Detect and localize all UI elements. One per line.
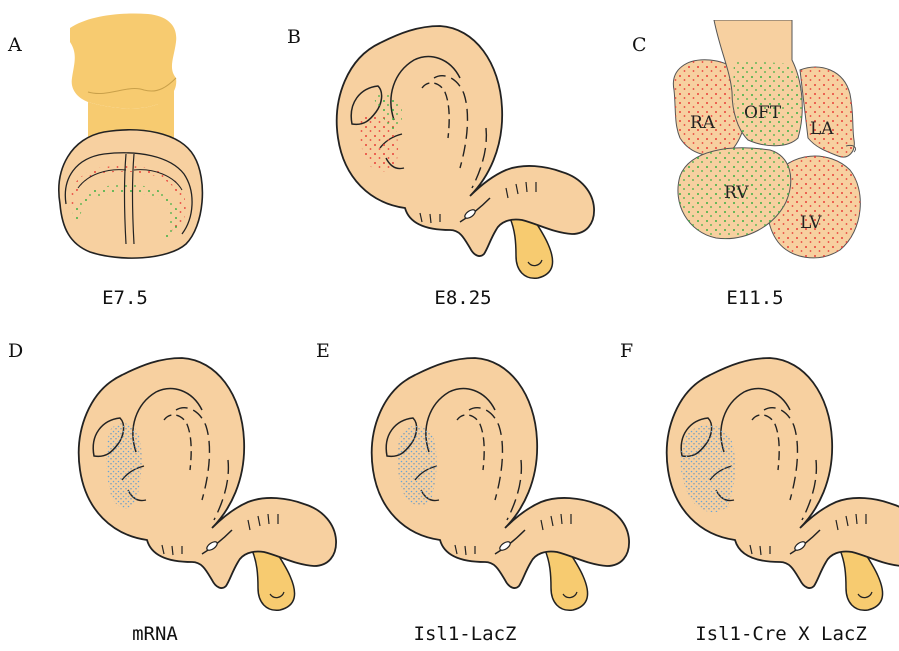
heart-label-lv: LV bbox=[800, 213, 822, 233]
panel-a-e7-5-embryo bbox=[48, 8, 218, 278]
heart-label-la: LA bbox=[810, 119, 834, 139]
panel-f-isl1-cre-lacz-embryo bbox=[640, 340, 899, 620]
heart-label-rv: RV bbox=[724, 183, 749, 203]
panel-a-caption: E7.5 bbox=[60, 287, 190, 309]
panel-e-letter: E bbox=[316, 340, 330, 362]
panel-a-letter: A bbox=[8, 34, 22, 56]
panel-b-letter: B bbox=[287, 26, 301, 48]
panel-b-caption: E8.25 bbox=[398, 287, 528, 309]
panel-d-letter: D bbox=[8, 340, 23, 362]
heart-label-ra: RA bbox=[690, 113, 716, 133]
panel-e-isl1-lacz-embryo bbox=[345, 340, 635, 620]
panel-b-e8-25-embryo bbox=[310, 8, 600, 288]
panel-c-e11-5-heart: RA OFT LA RV LV bbox=[660, 20, 870, 270]
panel-c-letter: C bbox=[632, 34, 647, 56]
panel-e-caption: Isl1-LacZ bbox=[390, 623, 540, 645]
panel-c-caption: E11.5 bbox=[690, 287, 820, 309]
panel-d-caption: mRNA bbox=[90, 623, 220, 645]
panel-f-letter: F bbox=[620, 340, 633, 362]
panel-f-caption: Isl1-Cre X LacZ bbox=[666, 623, 896, 645]
panel-d-mrna-embryo bbox=[52, 340, 342, 620]
heart-label-oft: OFT bbox=[744, 103, 782, 123]
